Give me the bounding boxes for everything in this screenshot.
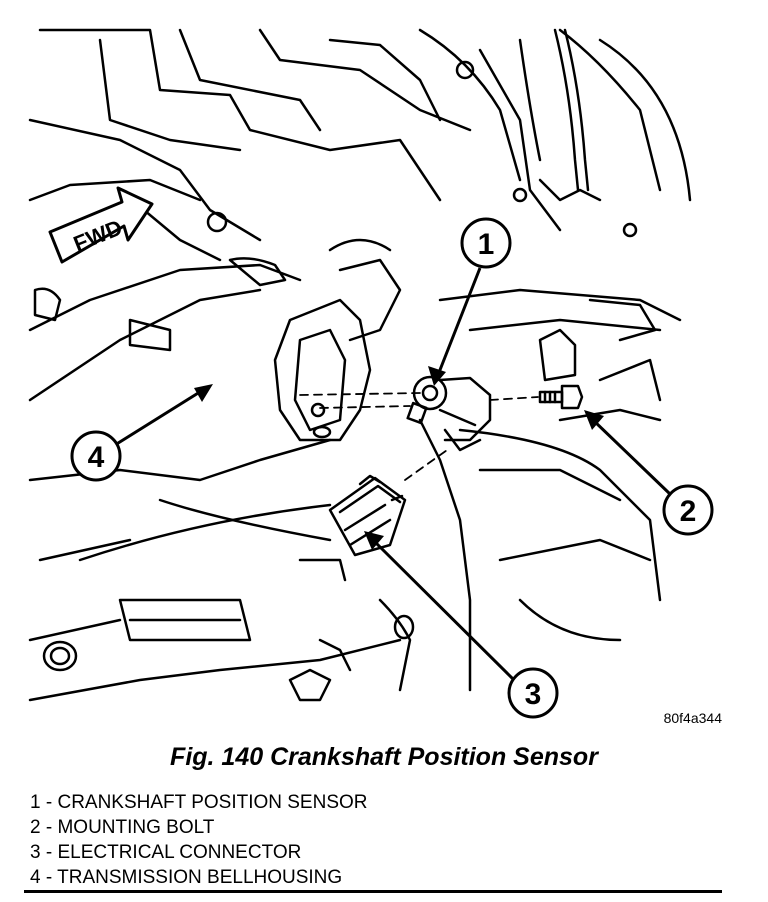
callout-2-leader [584, 410, 672, 496]
callout-3-leader [364, 531, 518, 684]
callout-1-number: 1 [478, 228, 495, 261]
legend-number: 1 [30, 792, 41, 813]
callout-4-leader [114, 384, 213, 447]
engine-illustration: FWD 1 2 3 4 [28, 28, 714, 719]
callout-2-number: 2 [680, 495, 697, 528]
legend-text: CRANKSHAFT POSITION SENSOR [57, 792, 368, 813]
electrical-connector [328, 474, 407, 557]
callout-4-number: 4 [88, 441, 105, 474]
legend-item: 1 - CRANKSHAFT POSITION SENSOR [30, 792, 368, 813]
figure-image-id: 80f4a344 [663, 710, 722, 726]
callout-3: 3 [507, 667, 559, 719]
legend-item: 2 - MOUNTING BOLT [30, 817, 215, 838]
legend-item: 4 - TRANSMISSION BELLHOUSING [30, 867, 343, 888]
installation-lines [299, 392, 539, 481]
sensor-boss [273, 238, 402, 442]
forward-direction-arrow: FWD [48, 186, 154, 264]
wiring-harness [518, 28, 590, 192]
legend-text: TRANSMISSION BELLHOUSING [57, 867, 343, 888]
callout-4: 4 [70, 430, 122, 482]
oil-pan-rail [28, 257, 302, 402]
legend-number: 4 [30, 867, 41, 888]
callout-1-leader [428, 267, 482, 386]
legend-text: ELECTRICAL CONNECTOR [57, 842, 302, 863]
legend-item: 3 - ELECTRICAL CONNECTOR [30, 842, 302, 863]
crankshaft-position-sensor [406, 375, 492, 452]
bottom-rule [24, 890, 722, 893]
mounting-bolt [538, 384, 584, 410]
legend-text: MOUNTING BOLT [57, 817, 215, 838]
callout-3-number: 3 [525, 678, 542, 711]
callout-1: 1 [460, 217, 512, 269]
callout-2: 2 [662, 484, 714, 536]
bellhousing [28, 418, 662, 702]
legend-list: 1 - CRANKSHAFT POSITION SENSOR 2 - MOUNT… [30, 790, 368, 890]
right-structure [438, 288, 682, 422]
legend-number: 2 [30, 817, 41, 838]
figure-caption: Fig. 140 Crankshaft Position Sensor [170, 743, 598, 771]
legend-number: 3 [30, 842, 41, 863]
